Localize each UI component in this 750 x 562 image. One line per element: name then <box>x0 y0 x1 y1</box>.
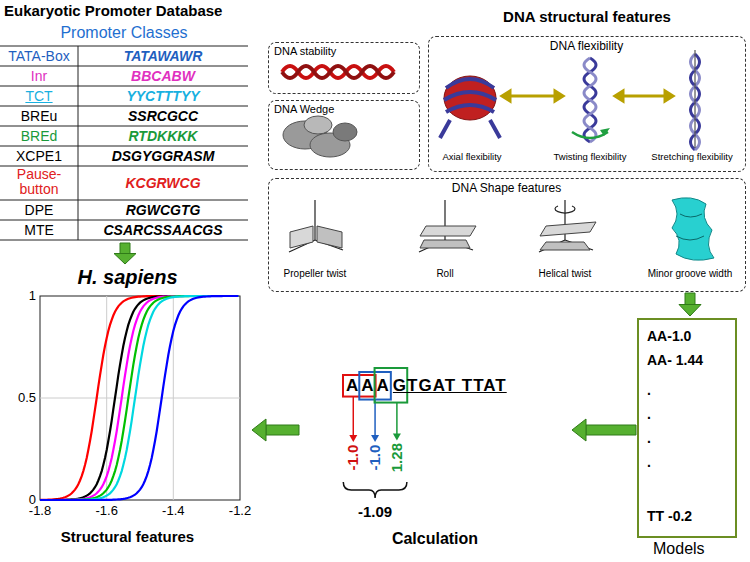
sequence: AAA <box>346 376 392 396</box>
arrow-shaft <box>266 425 299 435</box>
feature-label: Minor groove width <box>635 268 745 280</box>
node-text: . <box>647 406 651 422</box>
flow-arrow <box>114 243 136 264</box>
yellow-arrows <box>502 91 673 101</box>
arrowhead <box>572 419 586 441</box>
minor-groove-molecule <box>672 198 714 261</box>
leader-arrowhead <box>371 435 379 442</box>
axis-tick: 0.5 <box>6 391 36 406</box>
class-name: MTE <box>0 222 78 238</box>
motif: DSGYGGRASM <box>78 148 248 164</box>
class-name: TCT <box>0 88 78 104</box>
node-title: H. sapiens <box>5 266 250 289</box>
leader-arrow <box>396 403 398 436</box>
leader-arrow <box>353 397 355 438</box>
feature-box: DNA Wedge <box>268 100 420 170</box>
value: -1.0 <box>345 445 362 471</box>
base-plates <box>290 222 596 250</box>
class-name: TATA-Box <box>0 48 78 64</box>
arrow-shaft <box>120 243 130 254</box>
class-name: Inr <box>0 68 78 84</box>
result-value: -1.09 <box>358 503 392 520</box>
node-text: AA- 1.44 <box>647 352 703 368</box>
twist-arrowhead <box>600 128 610 136</box>
red-helix <box>282 66 394 78</box>
node-text: Structural features <box>5 528 250 545</box>
sequence: GTGAT TTAT <box>393 376 507 396</box>
arrow-shaft <box>586 425 636 435</box>
node-text: . <box>647 454 651 470</box>
node-title: Calculation <box>300 530 570 548</box>
feature-label: Stretching flexibility <box>644 152 740 163</box>
cdf-curve <box>40 296 238 500</box>
node-title: DNA Wedge <box>274 103 334 115</box>
chart-grid <box>40 296 240 500</box>
node-title: DNA stability <box>274 45 336 57</box>
class-name: DPE <box>0 202 78 218</box>
flow-arrow <box>572 419 636 441</box>
feature-label: Twisting flexibility <box>542 152 638 163</box>
panel-heading: DNA structural features <box>428 8 746 25</box>
table-grid <box>0 46 248 240</box>
node-title: DNA flexibility <box>429 39 744 53</box>
axis-tick: 1 <box>6 289 36 304</box>
feature-box: DNA stability <box>268 42 420 94</box>
motif: RTDKKKK <box>78 128 248 144</box>
motif: SSRCGCC <box>78 108 248 124</box>
leader-arrow <box>374 400 376 438</box>
arrowhead <box>252 419 266 441</box>
leader-arrowhead <box>349 435 357 442</box>
motif: KCGRWCG <box>78 175 248 191</box>
cdf-curve <box>40 296 238 500</box>
nucleosome <box>440 76 500 138</box>
class-name: BREu <box>0 108 78 124</box>
brace <box>343 482 407 498</box>
cdf-curve <box>40 296 238 500</box>
value: 1.28 <box>388 443 405 472</box>
wedge-molecule <box>283 116 357 157</box>
node-text: Promoter Classes <box>0 24 248 42</box>
cdf-curves <box>40 296 238 500</box>
node-text: . <box>647 430 651 446</box>
leader-arrowhead <box>393 433 401 440</box>
node-text: . <box>647 382 651 398</box>
value: -1.0 <box>366 445 383 471</box>
cdf-curve <box>40 296 238 500</box>
class-name: XCPE1 <box>0 148 78 164</box>
motif: TATAWAWR <box>78 48 248 64</box>
calculation-panel: Calculation <box>300 372 570 557</box>
motif: YYCTTTYY <box>78 88 248 104</box>
node-title: Eukaryotic Promoter Database <box>4 2 222 19</box>
arrowhead <box>114 254 136 265</box>
node-title: AA-1.0 <box>647 328 691 344</box>
axis-tick: -1.8 <box>22 504 58 519</box>
rotation-mark <box>555 206 575 213</box>
axis-tick: -1.4 <box>155 504 191 519</box>
motif: CSARCSSAACGS <box>78 222 248 238</box>
motif: RGWCGTG <box>78 202 248 218</box>
class-name: Pause- button <box>0 167 78 198</box>
feature-label: Propeller twist <box>260 268 370 280</box>
arrowhead <box>679 305 701 317</box>
class-name: BREd <box>0 128 78 144</box>
axis-tick: -1.2 <box>222 504 258 519</box>
models-box: AA-1.0AA- 1.44....TT -0.2Models <box>637 318 737 538</box>
feature-label: Helical twist <box>510 268 620 280</box>
node-text: Models <box>653 540 705 558</box>
node-text: TT -0.2 <box>647 508 692 524</box>
flow-arrow <box>252 419 299 441</box>
motif: BBCABW <box>78 68 248 84</box>
cdf-curve <box>40 296 238 500</box>
feature-label: Axial flexibility <box>424 152 520 163</box>
feature-label: Roll <box>390 268 500 280</box>
node-title: DNA Shape features <box>269 181 744 195</box>
arrow-shaft <box>685 293 695 305</box>
cdf-curve <box>40 296 238 500</box>
axis-tick: -1.6 <box>89 504 125 519</box>
flow-arrow <box>679 293 701 316</box>
